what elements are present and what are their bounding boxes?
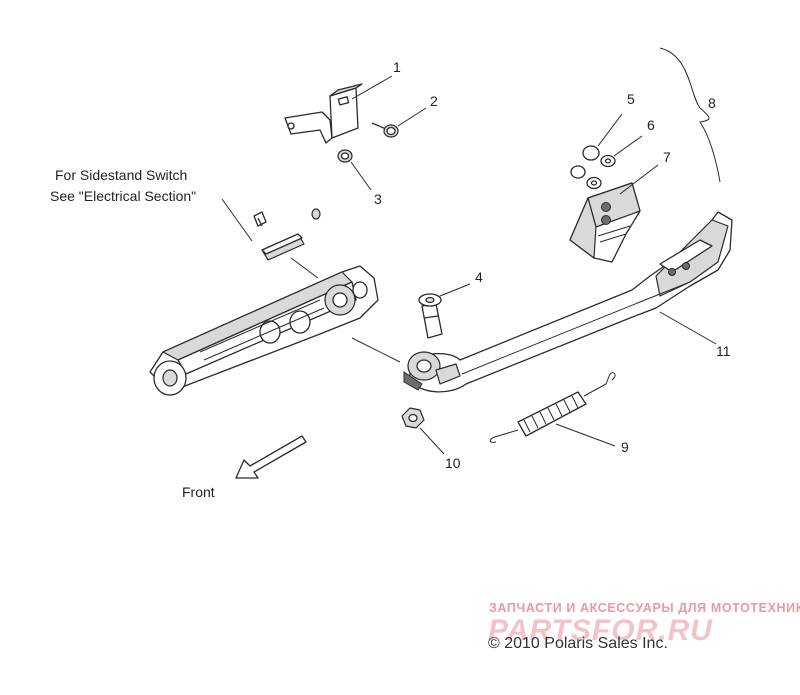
watermark-brand: PARTSFOR.RU (488, 614, 713, 647)
callout-4: 4 (475, 269, 483, 285)
pivot-bolt-part-4 (418, 293, 443, 339)
front-label: Front (182, 484, 215, 500)
callout-5: 5 (627, 91, 635, 107)
callout-10: 10 (445, 455, 461, 471)
sidestand-switch-note-line1: For Sidestand Switch (55, 167, 187, 183)
callout-6: 6 (647, 117, 655, 133)
callout-7: 7 (663, 149, 671, 165)
footpad-part-7 (569, 182, 641, 263)
sidestand-part-11 (403, 211, 733, 393)
kit-brace-8 (659, 47, 721, 183)
bracket-part (284, 83, 363, 144)
callout-11: 11 (716, 343, 731, 359)
switch-parts (253, 208, 321, 261)
spring-part-9 (489, 372, 616, 443)
callout-3: 3 (374, 191, 382, 207)
washer-part-5 (570, 145, 600, 179)
callout-2: 2 (430, 93, 438, 109)
watermark-tagline: ЗАПЧАСТИ И АКСЕССУАРЫ ДЛЯ МОТОТЕХНИКИ (489, 601, 800, 615)
front-arrow (235, 435, 307, 479)
callout-9: 9 (621, 439, 629, 455)
sidestand-switch-note-line2: See "Electrical Section" (50, 188, 196, 204)
bolt-part-2 (371, 122, 399, 138)
copyright-text: © 2010 Polaris Sales Inc. (488, 635, 668, 652)
nut-part-3 (337, 149, 353, 163)
nut-part-10 (401, 407, 425, 429)
callout-8: 8 (708, 95, 716, 111)
washer-part-6 (586, 154, 616, 190)
mount-bracket (149, 265, 379, 396)
callout-1: 1 (393, 59, 401, 75)
